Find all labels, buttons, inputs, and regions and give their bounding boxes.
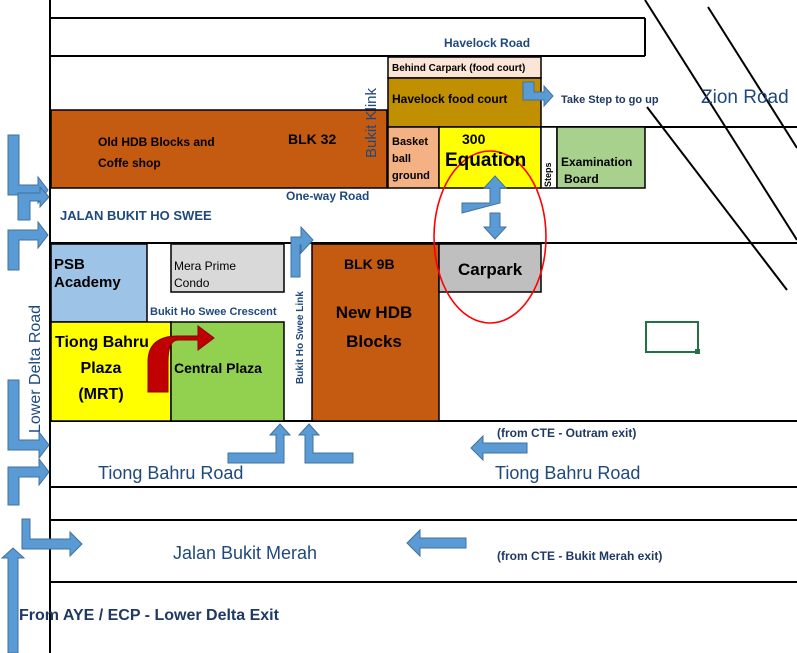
psb-academy-block: [50, 243, 148, 323]
bukit-ho-swee-link-label: Bukit Ho Swee Link: [295, 291, 306, 384]
blk9b-label: BLK 9B: [344, 256, 395, 272]
equation-number-label: 300: [462, 131, 486, 147]
arrow-icon: [297, 423, 354, 464]
arrow-icon: [21, 518, 83, 558]
mera-prime-block: [170, 243, 285, 293]
jalan-bukit-merah-label: Jalan Bukit Merah: [173, 543, 318, 563]
behind-carpark-label: Behind Carpark (food court): [392, 63, 526, 74]
take-step-note: Take Step to go up: [561, 94, 659, 106]
basketball-ground-block: [387, 126, 440, 189]
selection-cell[interactable]: [645, 321, 699, 353]
equation-block: [438, 126, 542, 189]
zion-road-label: Zion Road: [701, 87, 789, 108]
tiong-bahru-plaza-label: Tiong Bahru Plaza (MRT): [55, 334, 149, 403]
from-cte-bukit-merah-note: (from CTE - Bukit Merah exit): [497, 549, 663, 563]
arrow-icon: [227, 423, 292, 464]
bukit-klink-label: Bukit Klink: [363, 87, 380, 158]
highlight-ellipse: [433, 150, 547, 324]
bukit-ho-swee-crescent-label: Bukit Ho Swee Crescent: [150, 306, 277, 318]
curved-arrow-icon: [147, 325, 215, 393]
basketball-ground-label: Basket ball ground: [392, 136, 430, 182]
arrow-icon: [461, 175, 508, 214]
lower-delta-road-label: Lower Delta Road: [27, 304, 44, 433]
psb-academy-label: PSB Academy: [54, 256, 121, 291]
tiong-bahru-road-right-label: Tiong Bahru Road: [495, 463, 641, 483]
carpark-label: Carpark: [458, 260, 523, 279]
new-hdb-label: New HDB Blocks: [335, 303, 413, 351]
from-cte-outram-note: (from CTE - Outram exit): [497, 426, 637, 440]
arrow-icon: [290, 225, 314, 278]
old-hdb-label: Old HDB Blocks and Coffe shop: [98, 135, 215, 170]
steps-label: Steps: [543, 162, 553, 187]
examination-board-block: [556, 126, 646, 189]
carpark-block: [438, 243, 542, 293]
equation-label: Equation: [445, 150, 527, 171]
arrow-icon: [7, 457, 50, 506]
havelock-road-label: Havelock Road: [444, 36, 531, 50]
from-aye-note: From AYE / ECP - Lower Delta Exit: [19, 607, 279, 624]
mera-prime-label: Mera Prime Condo: [174, 259, 237, 290]
tiong-bahru-road-left-label: Tiong Bahru Road: [98, 463, 244, 483]
one-way-road-label: One-way Road: [286, 189, 370, 203]
arrow-icon: [406, 528, 467, 558]
blue-arrows: [0, 81, 554, 653]
arrow-icon: [0, 547, 26, 653]
arrow-icon: [7, 379, 50, 460]
havelock-food-court-block: [387, 77, 542, 128]
arrow-icon: [522, 81, 554, 108]
arrow-icon: [17, 185, 50, 221]
central-plaza-label: Central Plaza: [174, 360, 262, 376]
new-hdb-block: [311, 243, 440, 422]
arrow-icon: [482, 212, 508, 240]
examination-board-label: Examination Board: [561, 155, 633, 186]
blk32-label: BLK 32: [288, 131, 337, 147]
arrow-icon: [7, 220, 49, 271]
jalan-bukit-ho-swee-label: JALAN BUKIT HO SWEE: [60, 208, 212, 223]
selection-handle[interactable]: [695, 349, 700, 354]
havelock-food-court-label: Havelock food court: [392, 92, 508, 106]
old-hdb-block: [50, 109, 388, 189]
arrow-icon: [470, 434, 528, 462]
